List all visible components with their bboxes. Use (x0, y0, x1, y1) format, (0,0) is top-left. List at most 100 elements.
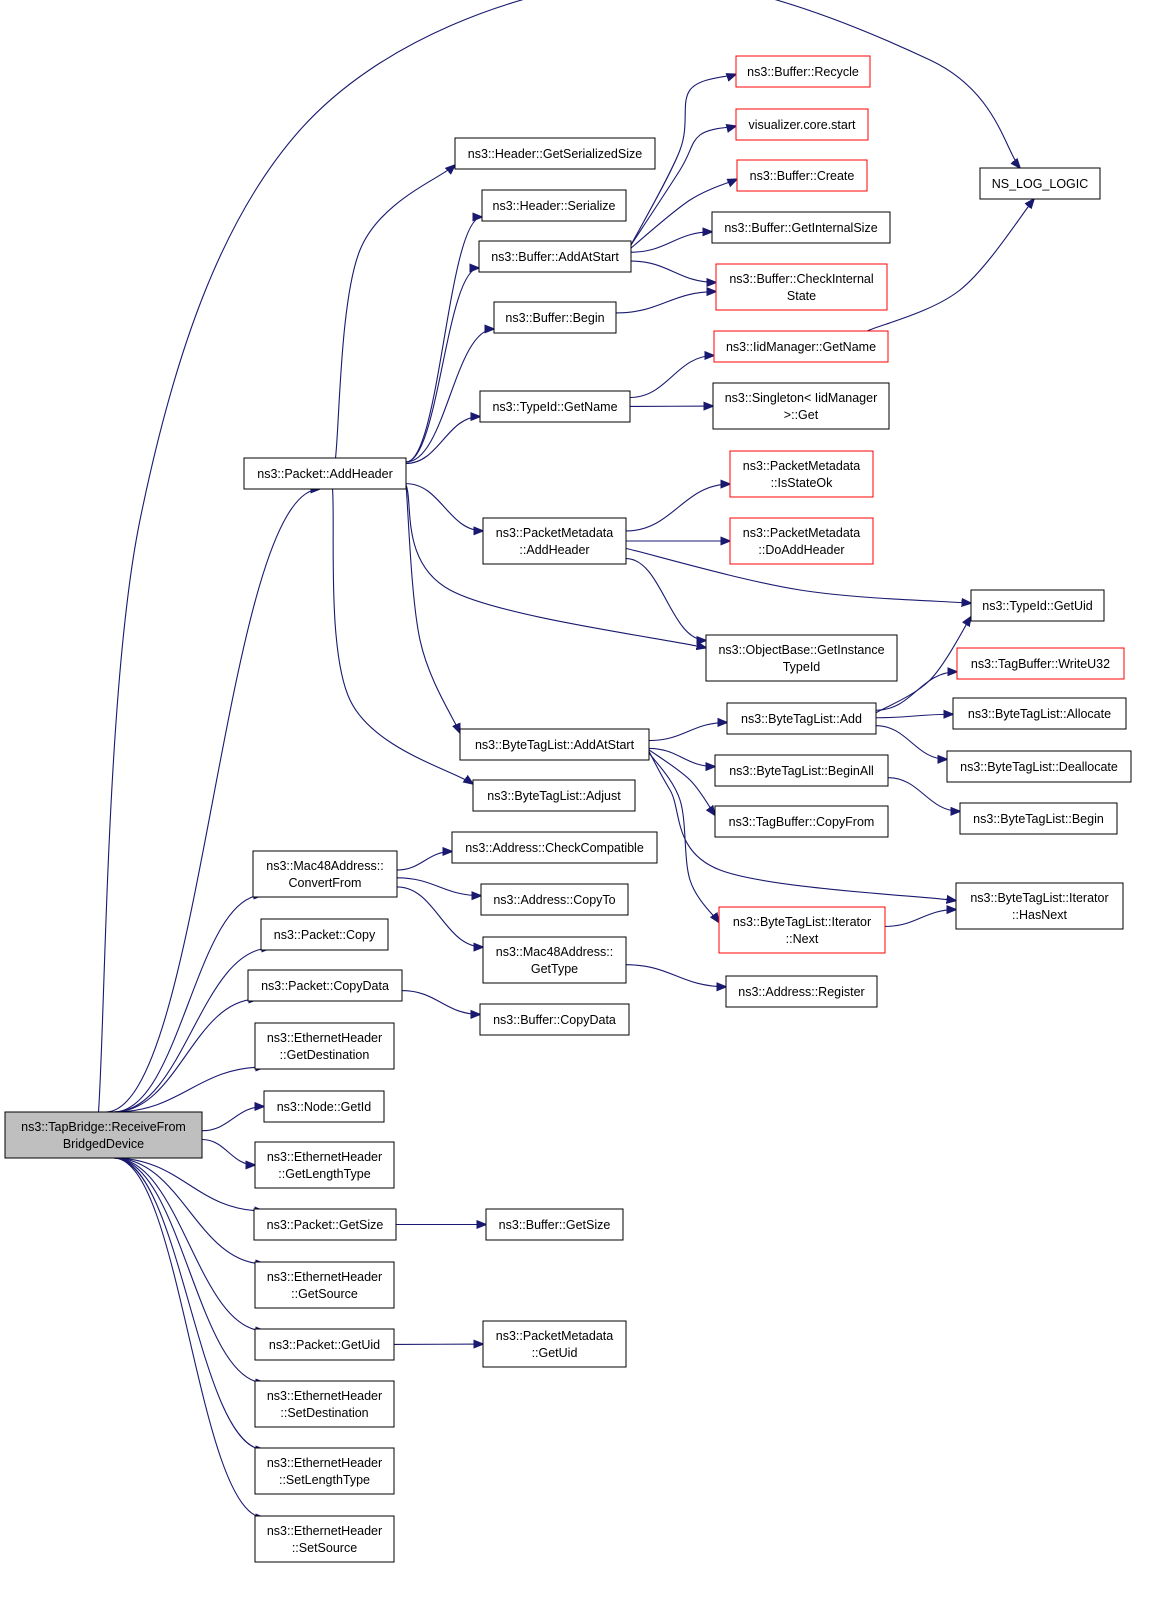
node-tagbuf-copyfrom[interactable]: ns3::TagBuffer::CopyFrom (714, 805, 889, 838)
node-btl-begin[interactable]: ns3::ByteTagList::Begin (959, 802, 1118, 835)
node-label: BridgedDevice (63, 1137, 144, 1151)
node-pm-doaddheader[interactable]: ns3::PacketMetadata::DoAddHeader (729, 517, 874, 565)
node-eth-getlentype[interactable]: ns3::EthernetHeader::GetLengthType (254, 1141, 395, 1189)
node-viz-start[interactable]: visualizer.core.start (735, 108, 869, 141)
node-box (247, 969, 403, 1002)
node-mac48-gettype[interactable]: ns3::Mac48Address::GetType (482, 936, 627, 984)
node-btl-add[interactable]: ns3::ByteTagList::Add (726, 702, 877, 735)
node-addr-register[interactable]: ns3::Address::Register (725, 975, 878, 1008)
node-pm-getuid[interactable]: ns3::PacketMetadata::GetUid (482, 1320, 627, 1368)
node-eth-setlentype[interactable]: ns3::EthernetHeader::SetLengthType (254, 1447, 395, 1495)
node-label: ns3::Packet::GetSize (267, 1218, 384, 1232)
node-box (4, 1111, 203, 1159)
node-typeid-getname[interactable]: ns3::TypeId::GetName (479, 390, 631, 423)
node-box (729, 517, 874, 565)
node-singleton-get[interactable]: ns3::Singleton< IidManager>::Get (712, 382, 890, 430)
node-btl-deallocate[interactable]: ns3::ByteTagList::Deallocate (946, 750, 1132, 783)
node-pkt-copy[interactable]: ns3::Packet::Copy (260, 918, 389, 951)
node-label: ::SetDestination (280, 1406, 368, 1420)
node-btl-it-hasnext[interactable]: ns3::ByteTagList::Iterator::HasNext (955, 882, 1124, 930)
node-addr-copyto[interactable]: ns3::Address::CopyTo (480, 883, 629, 916)
node-label: ns3::Buffer::CheckInternal (729, 272, 873, 286)
node-box (482, 1320, 627, 1368)
node-label: GetType (531, 962, 578, 976)
node-label: ns3::PacketMetadata (496, 526, 613, 540)
node-iidmgr-getname[interactable]: ns3::IidManager::GetName (713, 330, 889, 363)
node-btl-it-next[interactable]: ns3::ByteTagList::Iterator::Next (718, 906, 886, 954)
node-pm-addheader[interactable]: ns3::PacketMetadata::AddHeader (482, 517, 627, 565)
edge-btl-addatstart-to-btl-it-hasnext (648, 751, 956, 900)
node-node-getid[interactable]: ns3::Node::GetId (263, 1090, 385, 1123)
node-buf-begin[interactable]: ns3::Buffer::Begin (493, 301, 617, 334)
node-box (711, 211, 891, 244)
node-btl-beginall[interactable]: ns3::ByteTagList::BeginAll (714, 754, 889, 787)
node-box (718, 906, 886, 954)
node-log-logic[interactable]: NS_LOG_LOGIC (979, 167, 1101, 200)
node-buf-getinternalsize[interactable]: ns3::Buffer::GetInternalSize (711, 211, 891, 244)
node-hdr-serialize[interactable]: ns3::Header::Serialize (481, 189, 627, 222)
node-eth-setdest[interactable]: ns3::EthernetHeader::SetDestination (254, 1380, 395, 1428)
edge-pm-addheader-to-typeid-getuid (625, 547, 971, 603)
node-btl-adjust[interactable]: ns3::ByteTagList::Adjust (472, 779, 636, 812)
node-pkt-copydata[interactable]: ns3::Packet::CopyData (247, 969, 403, 1002)
node-box (959, 802, 1118, 835)
node-box (726, 702, 877, 735)
node-tagbuf-writeu32[interactable]: ns3::TagBuffer::WriteU32 (956, 647, 1125, 680)
edge-btl-addatstart-to-btl-add (648, 722, 727, 742)
node-eth-setsource[interactable]: ns3::EthernetHeader::SetSource (254, 1515, 395, 1563)
node-box (493, 301, 617, 334)
node-box (260, 918, 389, 951)
edge-mac48-convertfrom-to-addr-checkcompat (396, 851, 452, 871)
node-buf-create[interactable]: ns3::Buffer::Create (736, 159, 868, 192)
edge-pkt-addheader-to-typeid-getname (405, 417, 480, 464)
node-pkt-getuid[interactable]: ns3::Packet::GetUid (254, 1328, 395, 1361)
node-label: ns3::IidManager::GetName (726, 340, 876, 354)
edge-btl-addatstart-to-btl-beginall (648, 747, 715, 766)
node-box (478, 240, 632, 273)
edge-pm-addheader-to-objbase-getinst (625, 558, 706, 641)
edge-pkt-copydata-to-buf-copydata (401, 990, 480, 1015)
node-label: ns3::ByteTagList::Begin (973, 812, 1104, 826)
node-hdr-getsersize[interactable]: ns3::Header::GetSerializedSize (454, 137, 656, 170)
node-box (254, 1261, 395, 1309)
node-label: ns3::ObjectBase::GetInstance (718, 643, 884, 657)
node-box (481, 189, 627, 222)
node-label: ns3::EthernetHeader (267, 1270, 382, 1284)
node-label: ::Next (786, 932, 819, 946)
edge-mac48-convertfrom-to-mac48-gettype (396, 886, 483, 947)
node-typeid-getuid[interactable]: ns3::TypeId::GetUid (970, 589, 1105, 622)
node-btl-addatstart[interactable]: ns3::ByteTagList::AddAtStart (459, 728, 650, 761)
node-pm-isstateok[interactable]: ns3::PacketMetadata::IsStateOk (729, 450, 874, 498)
edge-pkt-addheader-to-objbase-getinst (405, 484, 706, 648)
edge-root-to-eth-getlentype (201, 1138, 255, 1166)
node-label: ns3::PacketMetadata (743, 459, 860, 473)
node-box (253, 1208, 397, 1241)
node-label: ns3::PacketMetadata (743, 526, 860, 540)
node-eth-getdest[interactable]: ns3::EthernetHeader::GetDestination (254, 1022, 395, 1070)
node-label: ns3::Header::GetSerializedSize (468, 147, 642, 161)
node-label: ns3::EthernetHeader (267, 1524, 382, 1538)
edge-root-to-node-getid (201, 1107, 264, 1132)
node-box (254, 1447, 395, 1495)
node-buf-addatstart[interactable]: ns3::Buffer::AddAtStart (478, 240, 632, 273)
node-box (735, 108, 869, 141)
node-label: visualizer.core.start (749, 118, 857, 132)
node-box (254, 1515, 395, 1563)
node-label: >::Get (784, 408, 819, 422)
node-pkt-addheader[interactable]: ns3::Packet::AddHeader (243, 457, 407, 490)
node-btl-allocate[interactable]: ns3::ByteTagList::Allocate (952, 697, 1127, 730)
node-label: ns3::TypeId::GetUid (982, 599, 1093, 613)
node-label: ns3::ByteTagList::Iterator (733, 915, 871, 929)
node-buf-copydata[interactable]: ns3::Buffer::CopyData (479, 1003, 630, 1036)
node-label: ns3::Packet::CopyData (261, 979, 389, 993)
node-mac48-convertfrom[interactable]: ns3::Mac48Address::ConvertFrom (252, 850, 398, 898)
node-buf-recycle[interactable]: ns3::Buffer::Recycle (735, 55, 871, 88)
node-addr-checkcompat[interactable]: ns3::Address::CheckCompatible (451, 831, 658, 864)
edge-buf-begin-to-buf-checkinternal (615, 292, 716, 314)
node-eth-getsource[interactable]: ns3::EthernetHeader::GetSource (254, 1261, 395, 1309)
node-buf-getsize[interactable]: ns3::Buffer::GetSize (485, 1208, 624, 1241)
node-pkt-getsize[interactable]: ns3::Packet::GetSize (253, 1208, 397, 1241)
